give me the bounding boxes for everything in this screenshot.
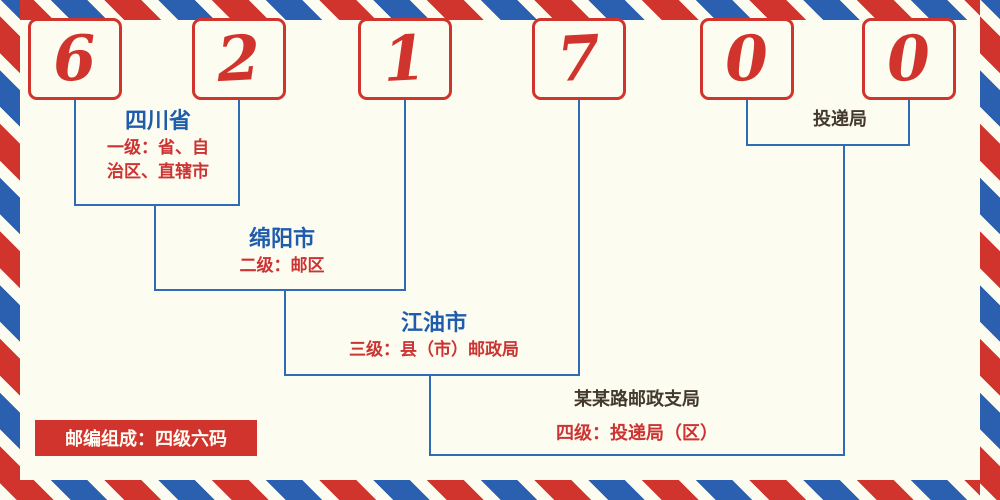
level1-name: 四川省 (124, 108, 191, 133)
connector-line (154, 289, 406, 291)
connector-line (429, 374, 431, 456)
digit-box-4: 7 (532, 18, 626, 100)
level3-desc: 三级：县（市）邮政局 (349, 340, 519, 359)
digit-4: 7 (555, 20, 603, 97)
airmail-border-left (0, 0, 20, 500)
connector-line (74, 204, 240, 206)
connector-line (154, 204, 156, 291)
level2-name: 绵阳市 (248, 226, 315, 251)
connector-line (404, 100, 406, 291)
level3-name: 江油市 (400, 310, 467, 335)
connector-line (284, 289, 286, 376)
digit-box-1: 6 (28, 18, 122, 100)
level4-label: 某某路邮政支局 四级：投递局（区） (556, 382, 718, 450)
level1-desc-line1: 一级：省、自 (107, 138, 209, 157)
airmail-border-right (980, 0, 1000, 500)
connector-line (843, 144, 845, 456)
digit-box-3: 1 (358, 18, 452, 100)
level4-name: 某某路邮政支局 (574, 389, 700, 409)
digit-1: 6 (51, 20, 99, 97)
delivery-office-label: 投递局 (813, 104, 867, 134)
level1-desc-line2: 治区、直辖市 (107, 162, 209, 181)
connector-line (578, 100, 580, 376)
digit-box-5: 0 (700, 18, 794, 100)
delivery-office-name: 投递局 (813, 109, 867, 129)
connector-line (746, 100, 748, 146)
level4-desc: 四级：投递局（区） (556, 423, 718, 443)
composition-badge: 邮编组成：四级六码 (35, 420, 257, 456)
digit-box-2: 2 (192, 18, 286, 100)
connector-line (429, 454, 845, 456)
digit-box-6: 0 (862, 18, 956, 100)
connector-line (284, 374, 580, 376)
level3-label: 江油市 三级：县（市）邮政局 (349, 308, 519, 362)
digit-5: 0 (723, 20, 771, 97)
connector-line (908, 100, 910, 146)
airmail-border-top (0, 0, 1000, 20)
connector-line (74, 100, 76, 206)
digit-6: 0 (885, 20, 933, 97)
digit-3: 1 (381, 20, 429, 97)
level2-label: 绵阳市 二级：邮区 (240, 224, 325, 278)
airmail-border-bottom (0, 480, 1000, 500)
digit-2: 2 (215, 20, 263, 97)
connector-line (238, 100, 240, 206)
level2-desc: 二级：邮区 (239, 256, 325, 275)
connector-line (746, 144, 910, 146)
level1-label: 四川省 一级：省、自 治区、直辖市 (107, 106, 209, 184)
